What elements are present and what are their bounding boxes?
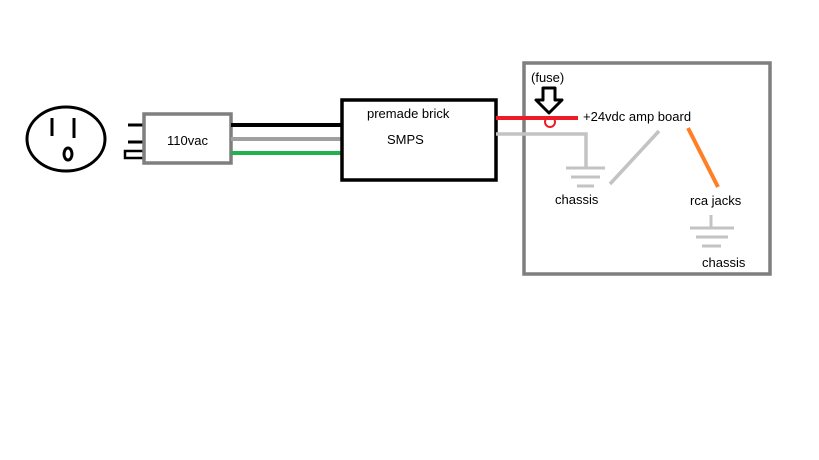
ground-icon bbox=[690, 215, 734, 248]
chassis-enclosure bbox=[522, 61, 772, 276]
fuse-symbol bbox=[544, 116, 556, 128]
plug-label: 110vac bbox=[167, 133, 208, 148]
amp-board-label: +24vdc amp board bbox=[583, 109, 691, 124]
smps-label-line1: premade brick bbox=[367, 106, 450, 121]
rca-jacks-label: rca jacks bbox=[690, 193, 742, 208]
dc-negative-wire bbox=[496, 132, 588, 168]
grey-connection-line bbox=[608, 129, 661, 186]
plug-box: 110vac bbox=[142, 112, 233, 165]
smps-label-line2: SMPS bbox=[387, 132, 424, 147]
down-arrow-icon bbox=[534, 86, 564, 115]
outlet-icon bbox=[25, 105, 107, 173]
chassis-label-right: chassis bbox=[702, 255, 746, 270]
fuse-label: (fuse) bbox=[531, 70, 564, 85]
signal-wire bbox=[686, 127, 720, 188]
smps-box: premade brick SMPS bbox=[340, 98, 498, 182]
chassis-label-left: chassis bbox=[555, 192, 599, 207]
ground-icon bbox=[566, 166, 605, 188]
plug-prongs bbox=[123, 123, 146, 160]
